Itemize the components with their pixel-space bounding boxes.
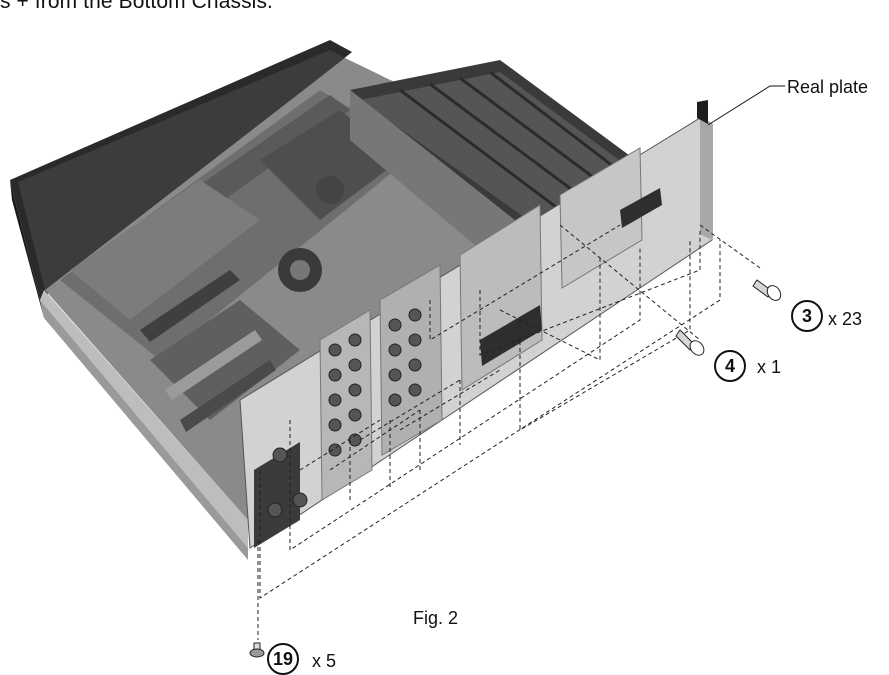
callout-3-quantity: x 23 bbox=[828, 309, 863, 329]
callout-19-quantity: x 5 bbox=[312, 651, 337, 671]
callout-3: 3 bbox=[791, 300, 823, 332]
screw-19 bbox=[249, 642, 265, 658]
page-heading: s + from the Bottom Chassis. bbox=[0, 0, 273, 13]
side-wall bbox=[40, 290, 248, 560]
front-panel bbox=[10, 40, 352, 318]
screw-4 bbox=[675, 329, 705, 356]
callout-4: 4 bbox=[714, 350, 746, 382]
figure-label: Fig. 2 bbox=[413, 608, 459, 628]
screw-3 bbox=[752, 279, 782, 301]
rear-plate-tab bbox=[697, 100, 708, 124]
callout-4-quantity: x 1 bbox=[757, 357, 782, 377]
screw-guide-lines bbox=[257, 224, 761, 640]
callout-19: 19 bbox=[267, 643, 299, 675]
rear-plate-label: Real plate bbox=[787, 77, 869, 97]
rca-jacks bbox=[267, 308, 422, 518]
rear-plate-leader bbox=[707, 85, 785, 126]
